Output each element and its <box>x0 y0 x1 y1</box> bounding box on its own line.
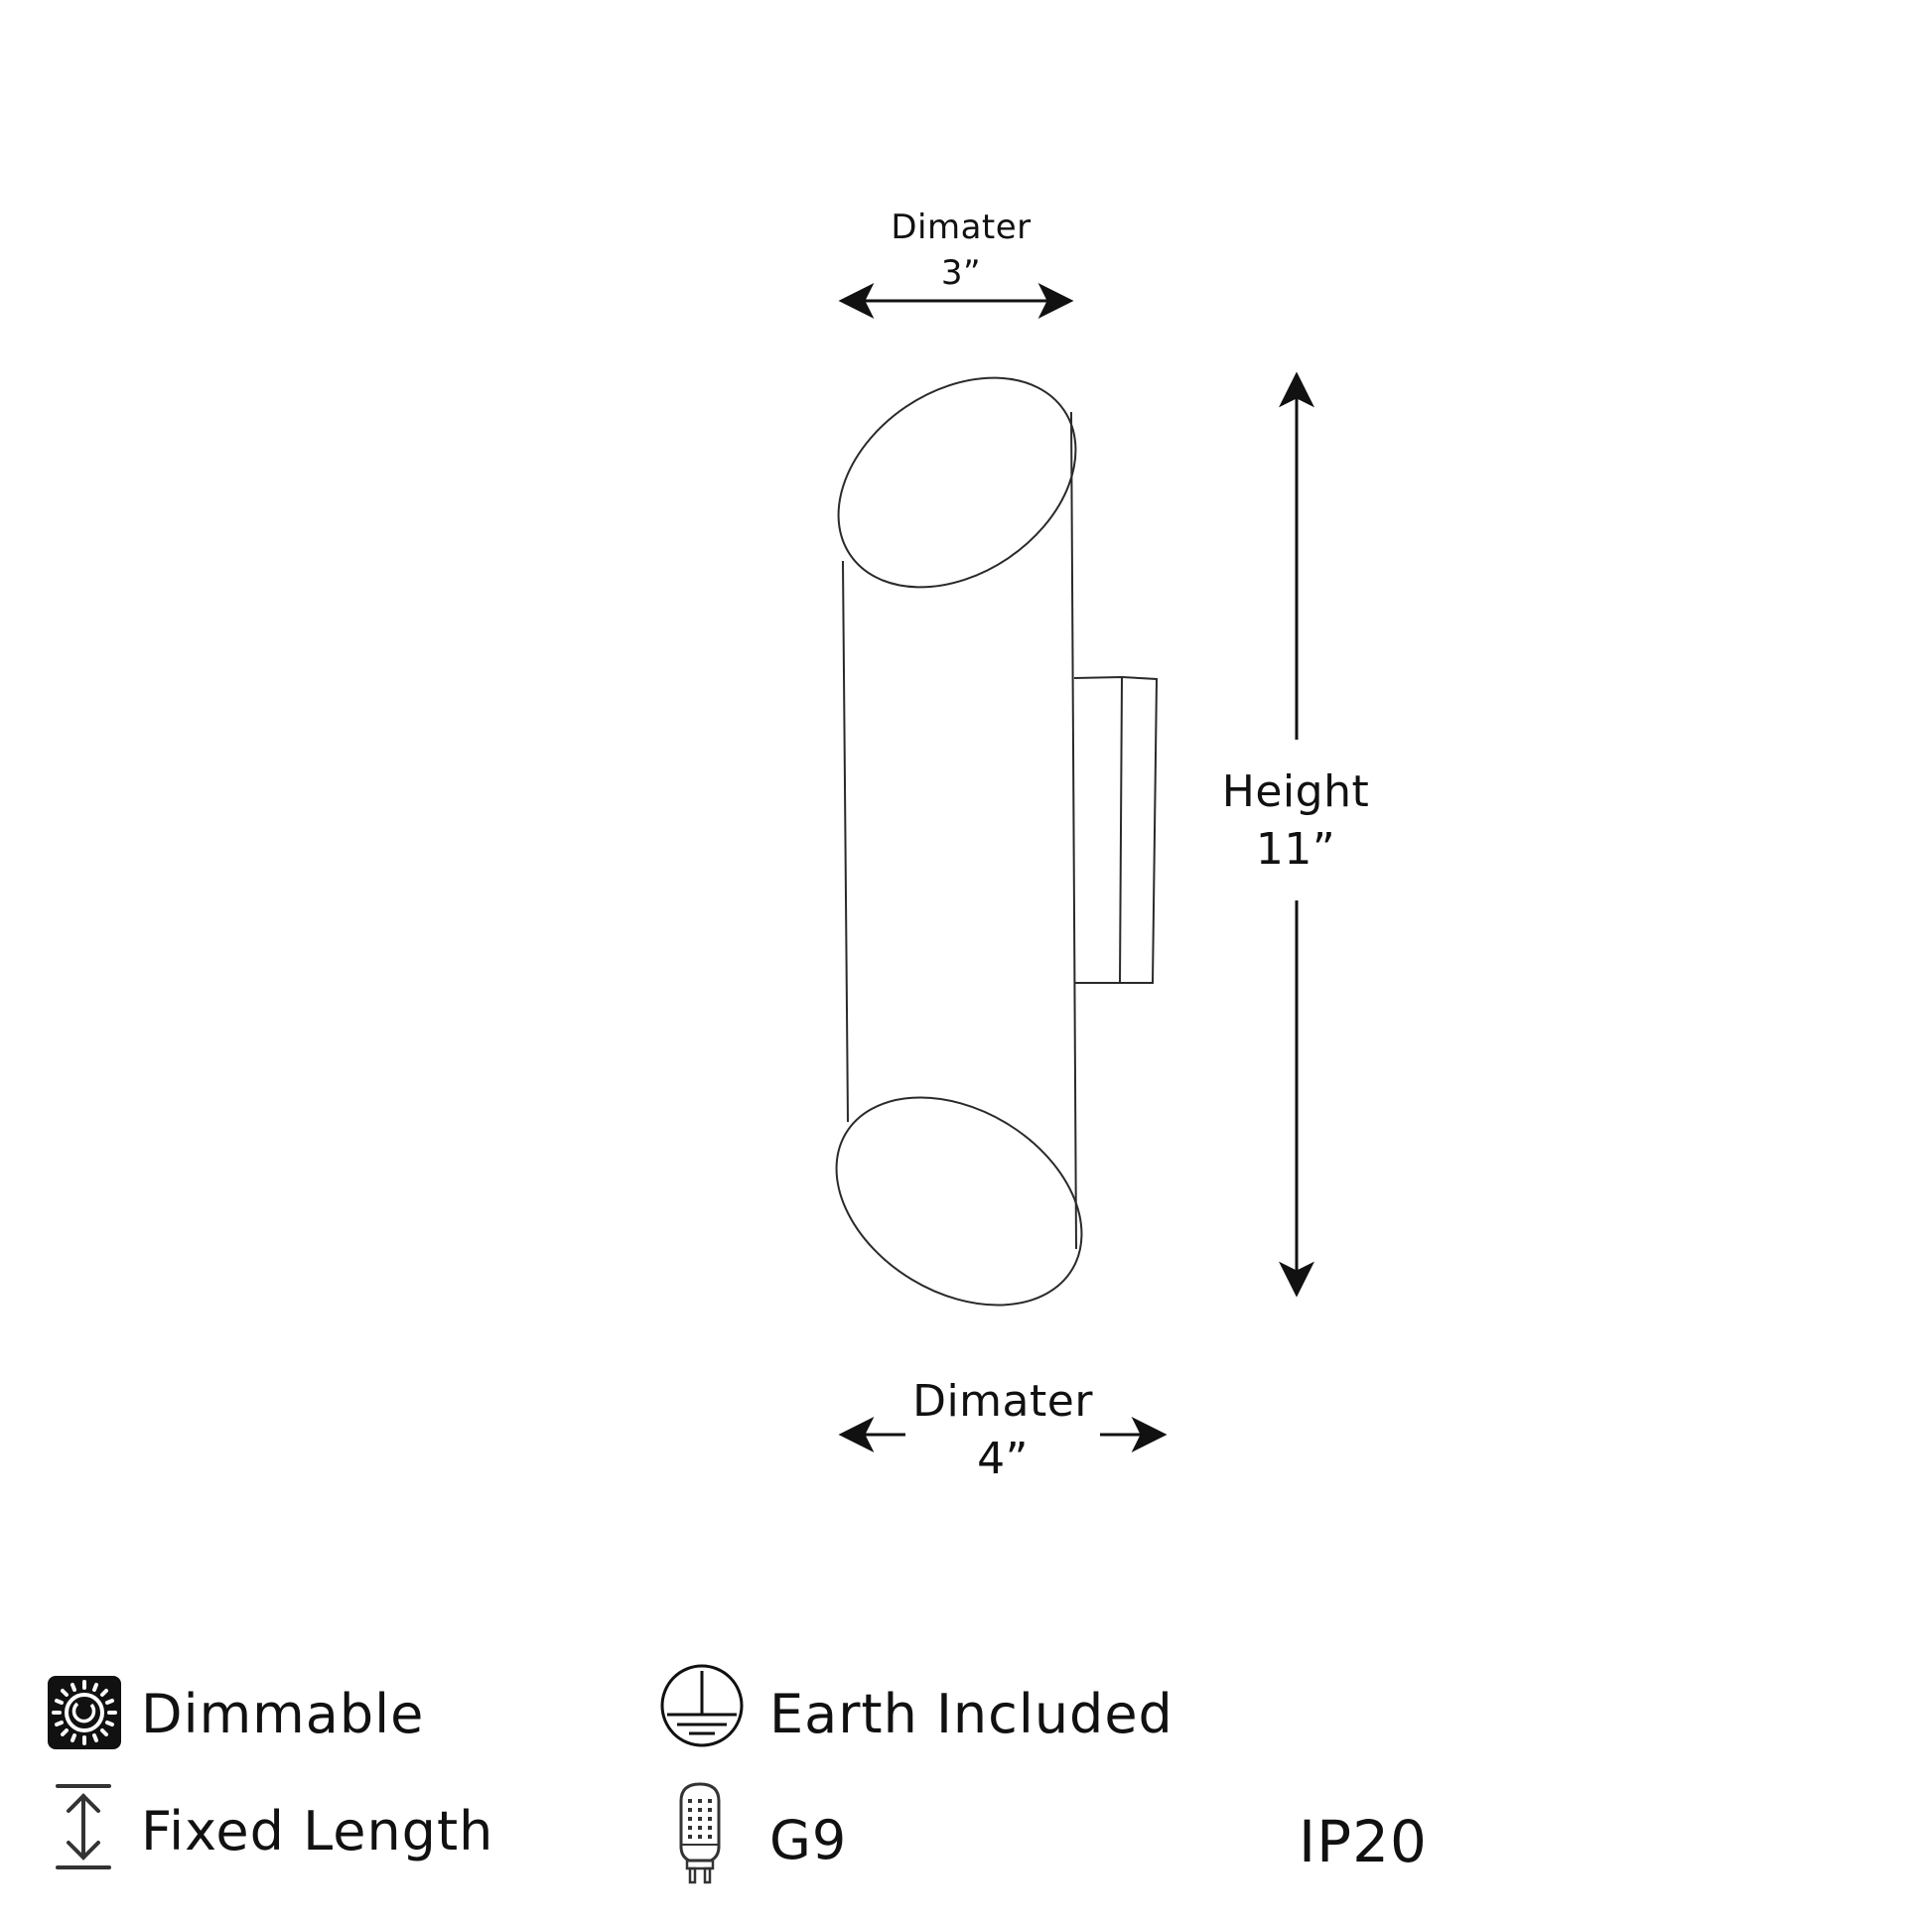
ip-rating-label: IP20 <box>1299 1808 1428 1875</box>
height-value: 11” <box>1255 824 1336 875</box>
earth-ground-icon <box>659 1663 745 1752</box>
dimmable-sun-icon <box>48 1676 121 1753</box>
g9-bulb-icon <box>677 1781 723 1888</box>
bottom-diameter-label: Dimater <box>912 1376 1093 1427</box>
top-diameter-label: Dimater <box>891 207 1032 247</box>
bottom-diameter-value: 4” <box>977 1434 1029 1484</box>
top-diameter-value: 3” <box>940 253 982 293</box>
wall-bracket <box>1073 675 1159 984</box>
g9-label: G9 <box>769 1809 848 1871</box>
height-label: Height <box>1221 766 1370 817</box>
lamp-body <box>835 376 1083 1307</box>
dimmable-label: Dimmable <box>141 1683 425 1745</box>
fixed-length-label: Fixed Length <box>141 1800 494 1863</box>
fixed-length-arrow-icon <box>56 1782 111 1877</box>
earth-included-label: Earth Included <box>769 1683 1173 1745</box>
